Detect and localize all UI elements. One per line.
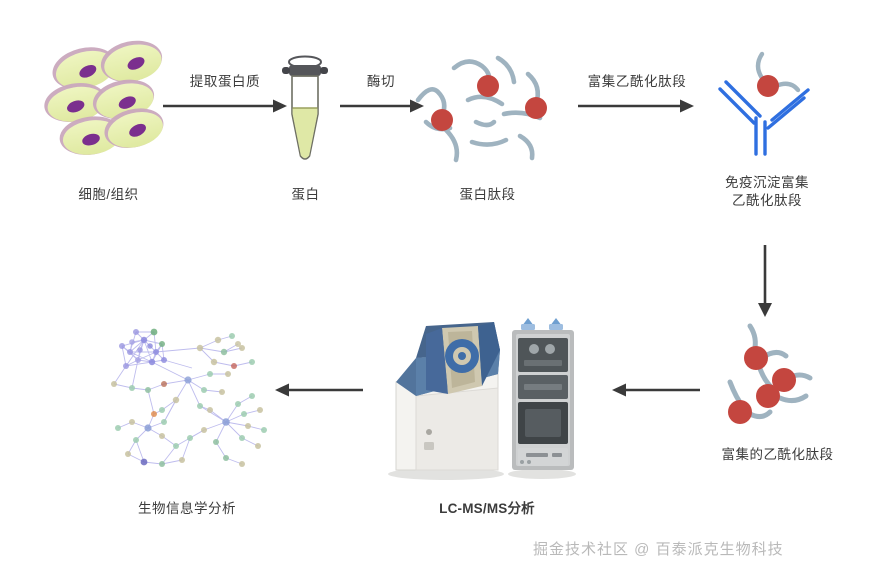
- arrow-enriched-to-ms: [612, 382, 700, 398]
- peptides-svg: [415, 55, 547, 163]
- protein-peptides-illustration: [410, 48, 560, 176]
- network-graph-svg: [111, 328, 267, 467]
- eppendorf-tube-illustration: [278, 52, 332, 170]
- enriched-peptides-illustration: [714, 322, 834, 434]
- cells-svg: [44, 40, 164, 155]
- cells-tissue-illustration: [40, 40, 175, 170]
- mass-spectrometer: [388, 322, 504, 480]
- network-nodes: [111, 328, 267, 467]
- caption-protein-peptides: 蛋白肽段: [459, 187, 516, 202]
- bioinformatics-network-illustration: [92, 318, 282, 484]
- watermark: 掘金技术社区 @ 百泰派克生物科技: [533, 541, 784, 558]
- acetyl-marks: [728, 346, 796, 424]
- antibody-illustration: [712, 46, 824, 164]
- caption-enriched-peptides: 富集的乙酰化肽段: [721, 447, 834, 462]
- arrow-enrich: [578, 98, 694, 114]
- arrow-label-extract: 提取蛋白质: [189, 74, 261, 89]
- caption-bioinformatics: 生物信息学分析: [138, 501, 236, 516]
- arrow-ms-to-bioinfo: [275, 382, 363, 398]
- arrow-ip-to-enriched: [756, 245, 774, 317]
- caption-cells-tissue: 细胞/组织: [78, 187, 139, 202]
- arrow-label-digest: 酶切: [366, 74, 396, 89]
- arrow-extract: [163, 98, 287, 114]
- acetyl-mark: [757, 75, 779, 97]
- lc-tower: [508, 318, 576, 479]
- caption-lc-msms: LC-MS/MS分析: [439, 501, 535, 516]
- tube-svg: [282, 55, 328, 160]
- peptide-strands: [415, 55, 543, 163]
- arrow-digest: [340, 98, 424, 114]
- antibody-svg: [718, 51, 810, 156]
- cell-cluster: [44, 40, 164, 155]
- network-edges: [113, 331, 265, 465]
- acetyl-marks: [431, 75, 547, 131]
- caption-immunoprecipitation: 免疫沉淀富集 乙酰化肽段: [725, 175, 809, 209]
- lc-msms-instrument-illustration: [382, 312, 582, 490]
- enriched-peptides-svg: [727, 323, 813, 424]
- antibody-y-shape: [718, 80, 810, 156]
- arrow-label-enrich: 富集乙酰化肽段: [587, 74, 687, 89]
- instrument-svg: [388, 318, 576, 480]
- caption-protein: 蛋白: [291, 187, 320, 202]
